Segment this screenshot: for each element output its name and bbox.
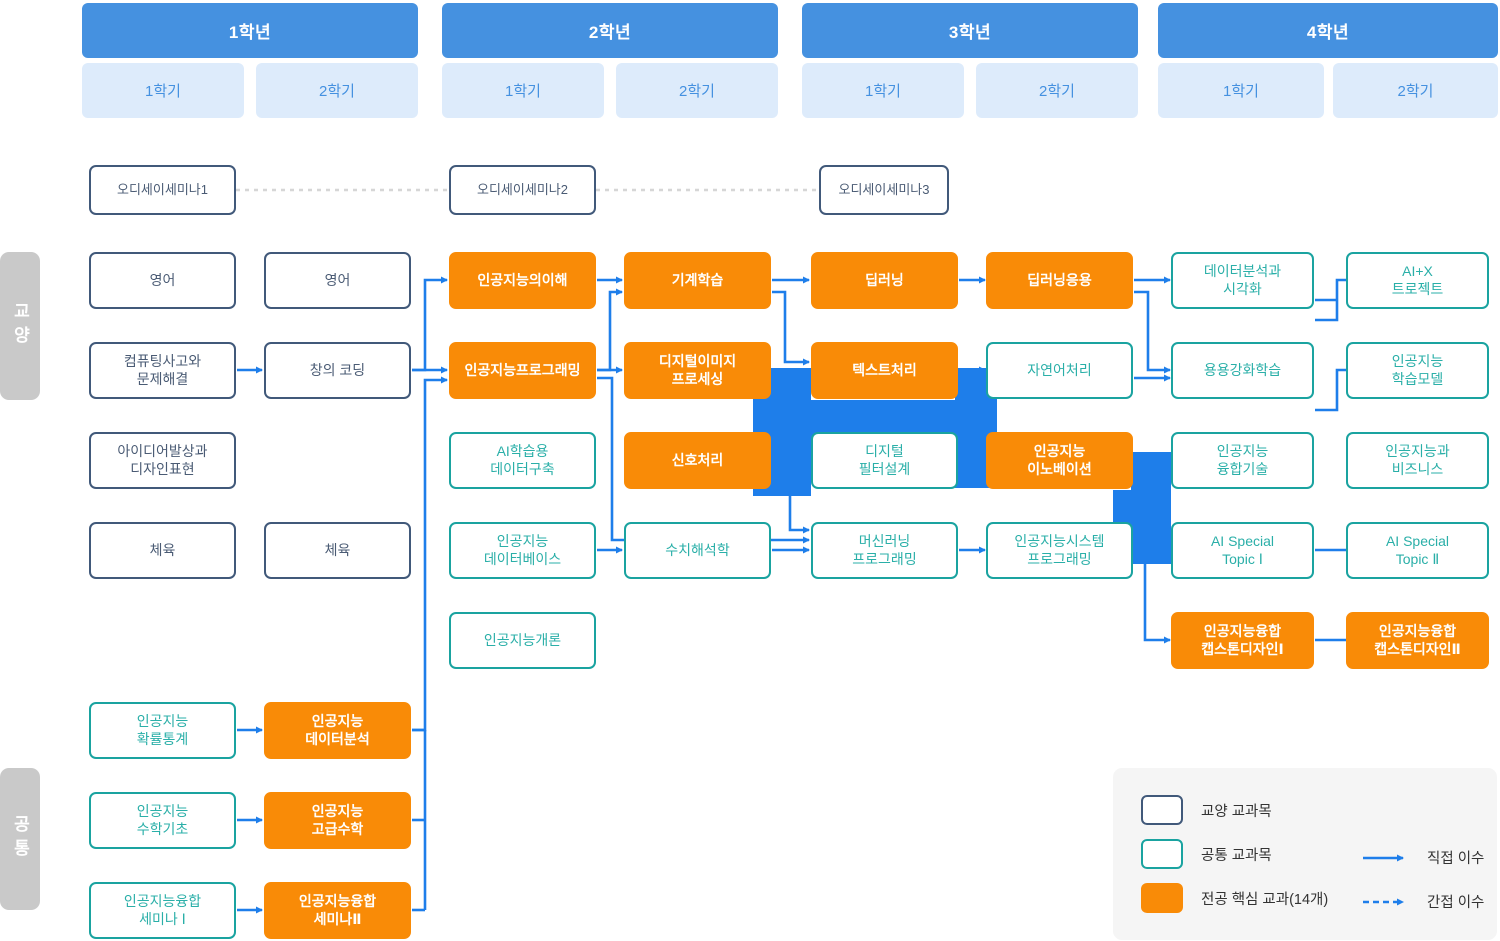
legend-swatch-major <box>1141 883 1183 913</box>
legend-label-direct: 직접 이수 <box>1427 851 1485 867</box>
rail-general-label: 교양 <box>10 302 30 350</box>
legend-label-indirect: 간접 이수 <box>1427 895 1485 911</box>
course-y4s1-1[interactable]: 용용강화학습 <box>1171 342 1314 399</box>
legend-label-major: 전공 핵심 교과(14개) <box>1201 891 1329 908</box>
course-odyssey-seminar-1[interactable]: 오디세이세미나1 <box>89 165 236 215</box>
rail-common-label: 공통 <box>10 815 30 863</box>
course-y1s2-2[interactable]: 체육 <box>264 522 411 579</box>
course-odyssey-seminar-2[interactable]: 오디세이세미나2 <box>449 165 596 215</box>
semester-header-y4s1: 1학기 <box>1158 63 1324 118</box>
semester-header-y1s2: 2학기 <box>256 63 418 118</box>
course-y2s2-2[interactable]: 신호처리 <box>624 432 771 489</box>
year-header-3: 3학년 <box>802 3 1138 58</box>
semester-header-y2s1: 1학기 <box>442 63 604 118</box>
semester-header-y3s1: 1학기 <box>802 63 964 118</box>
legend-swatch-general <box>1141 795 1183 825</box>
semester-header-y1s1: 1학기 <box>82 63 244 118</box>
semester-header-y2s2: 2학기 <box>616 63 778 118</box>
dashed-arrow-icon <box>1363 898 1404 905</box>
rail-general: 교양 <box>0 252 40 400</box>
semester-header-y4s2: 2학기 <box>1333 63 1498 118</box>
course-y3s1-0[interactable]: 딥러닝 <box>811 252 958 309</box>
course-y2s1-1[interactable]: 인공지능프로그래밍 <box>449 342 596 399</box>
course-y3s2-0[interactable]: 딥러닝응용 <box>986 252 1133 309</box>
course-y2s1-0[interactable]: 인공지능의이해 <box>449 252 596 309</box>
year-header-4: 4학년 <box>1158 3 1498 58</box>
course-y2s2-0[interactable]: 기계학습 <box>624 252 771 309</box>
course-y1s1-0[interactable]: 영어 <box>89 252 236 309</box>
legend-item-major: 전공 핵심 교과(14개) <box>1141 883 1328 913</box>
course-odyssey-seminar-3[interactable]: 오디세이세미나3 <box>819 165 949 215</box>
course-y3s2-1[interactable]: 자연어처리 <box>986 342 1133 399</box>
year-header-1: 1학년 <box>82 3 418 58</box>
legend-swatch-common <box>1141 839 1183 869</box>
course-y2s1-4[interactable]: 인공지능개론 <box>449 612 596 669</box>
course-y2s2-3[interactable]: 수치해석학 <box>624 522 771 579</box>
legend-item-general: 교양 교과목 <box>1141 795 1272 825</box>
legend-edge-indirect: 간접 이수 <box>1363 891 1484 912</box>
course-y1s1-3[interactable]: 체육 <box>89 522 236 579</box>
year-header-2: 2학년 <box>442 3 778 58</box>
course-y1s2-1[interactable]: 창의 코딩 <box>264 342 411 399</box>
course-y3s1-1[interactable]: 텍스트처리 <box>811 342 958 399</box>
course-y1s2-0[interactable]: 영어 <box>264 252 411 309</box>
semester-header-y3s2: 2학기 <box>976 63 1138 118</box>
legend-edge-direct: 직접 이수 <box>1363 847 1484 868</box>
rail-common: 공통 <box>0 768 40 910</box>
legend-label-common: 공통 교과목 <box>1201 847 1272 864</box>
legend-label-general: 교양 교과목 <box>1201 803 1272 820</box>
solid-arrow-icon <box>1363 854 1404 861</box>
legend-panel: 교양 교과목 공통 교과목 전공 핵심 교과(14개) 직접 이수 <box>1113 768 1497 940</box>
legend-item-common: 공통 교과목 <box>1141 839 1272 869</box>
